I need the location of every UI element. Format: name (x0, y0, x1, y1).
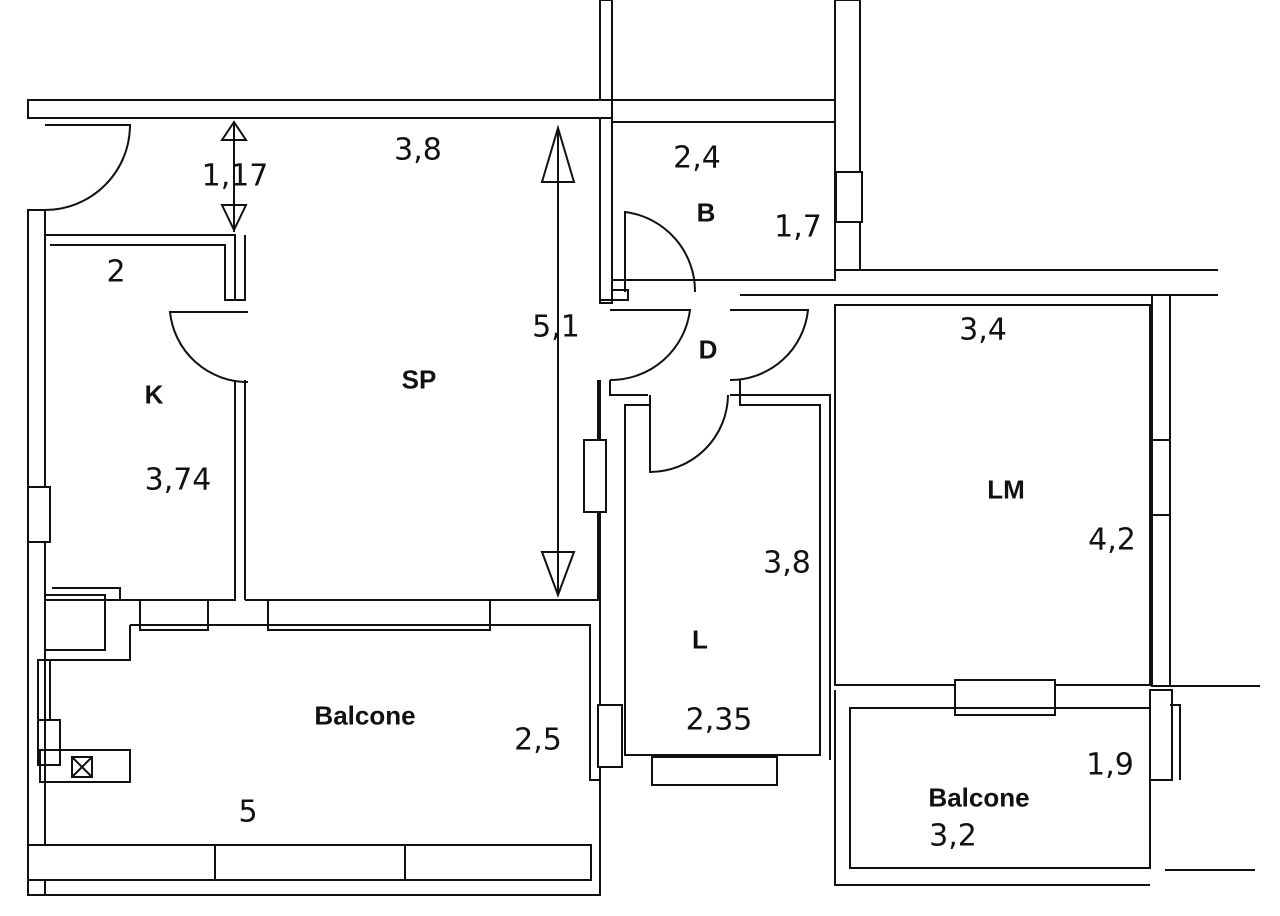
room-l-label: L (692, 624, 708, 655)
balcony-right-label: Balcone (928, 782, 1030, 813)
b-width-label: 2,4 (673, 140, 721, 176)
sp-length-label: 5,1 (532, 309, 580, 345)
room-lm-label: LM (987, 474, 1025, 505)
room-d-label: D (698, 334, 718, 365)
sp-width-label: 3,8 (394, 132, 442, 168)
balcony-left-depth-label: 2,5 (514, 722, 562, 758)
k-length-label: 3,74 (144, 462, 212, 498)
entry-width-label: 1,17 (201, 158, 269, 194)
room-k-label: K (144, 379, 164, 410)
lm-length-label: 4,2 (1088, 522, 1136, 558)
balcony-right-depth-label: 1,9 (1086, 747, 1134, 783)
balcony-left-label: Balcone (314, 700, 416, 731)
balcony-left-width-label: 5 (238, 794, 258, 830)
balcony-right-width-label: 3,2 (929, 818, 977, 854)
l-length-label: 3,8 (763, 545, 811, 581)
room-b-label: B (696, 197, 716, 228)
k-width-label: 2 (106, 254, 126, 290)
l-width-label: 2,35 (685, 702, 753, 738)
b-length-label: 1,7 (774, 209, 822, 245)
lm-width-label: 3,4 (959, 312, 1007, 348)
room-sp-label: SP (401, 364, 437, 395)
